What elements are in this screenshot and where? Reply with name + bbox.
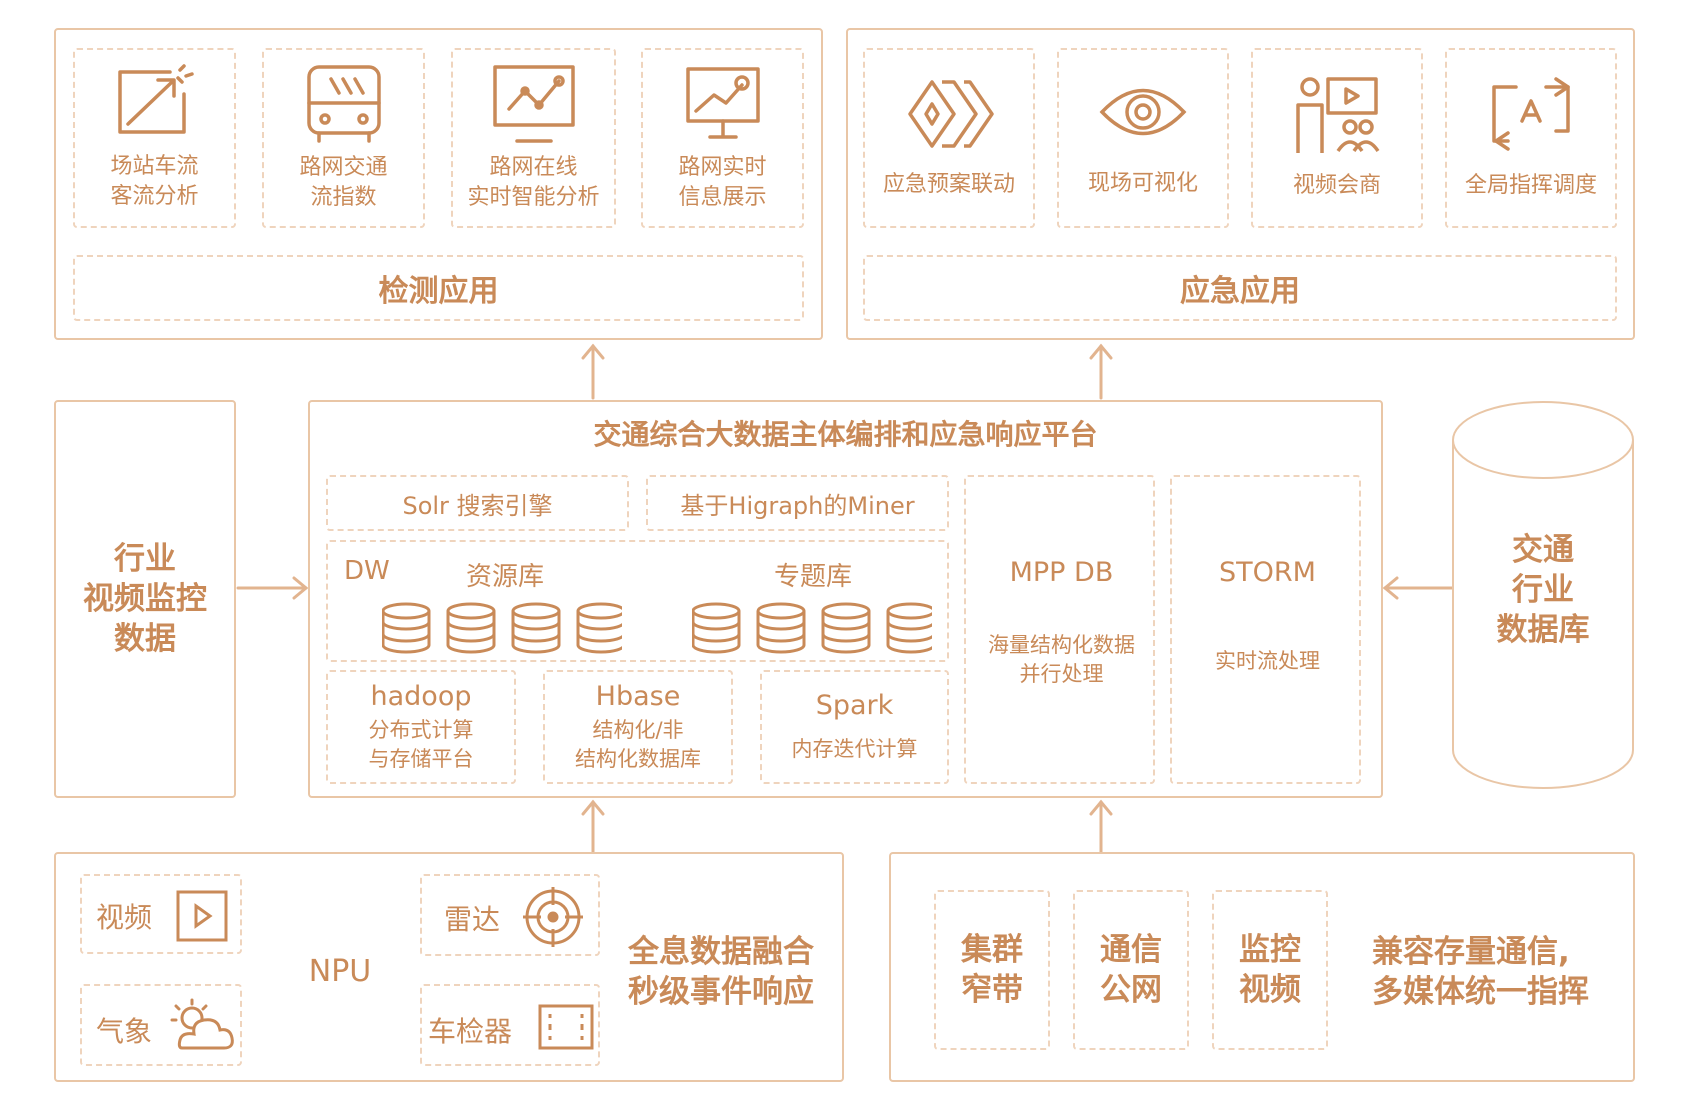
detection-apps-title-band: 检测应用 (73, 255, 804, 321)
solr-label: Solr 搜索引擎 (402, 491, 553, 520)
tile-global-dispatch[interactable]: 全局指挥调度 (1445, 48, 1617, 228)
film-strip-icon (538, 1004, 594, 1050)
tile-station-flow[interactable]: 场站车流 客流分析 (73, 48, 236, 228)
detection-apps-title: 检测应用 (378, 274, 499, 309)
comm-item-label: 通信 公网 (1100, 932, 1162, 1008)
npu-hub: NPU (290, 944, 390, 998)
play-icon (176, 890, 228, 942)
comm-item-label: 监控 视频 (1239, 932, 1301, 1008)
detector-source-box[interactable]: 车检器 (420, 984, 600, 1066)
tile-label: 全局指挥调度 (1464, 173, 1597, 198)
spark-desc: 内存迭代计算 (791, 737, 918, 761)
topic-db-icons (692, 602, 932, 654)
storm-desc: 实时流处理 (1215, 649, 1320, 673)
spark-box[interactable]: Spark 内存迭代计算 (760, 670, 949, 784)
industry-video-source-label: 行业 视频监控 数据 (83, 541, 207, 657)
cluster-narrowband-box[interactable]: 集群 窄带 (934, 890, 1050, 1050)
tile-plan-linkage[interactable]: 应急预案联动 (863, 48, 1035, 228)
tile-label: 路网交通 流指数 (299, 155, 388, 210)
tile-online-analysis[interactable]: 路网在线 实时智能分析 (451, 48, 616, 228)
database-icon (576, 602, 622, 654)
hbase-desc: 结构化/非 结构化数据库 (575, 717, 701, 771)
miner-box[interactable]: 基于Higraph的Miner (646, 475, 949, 531)
dw-label: DW (344, 556, 390, 586)
tile-label: 路网实时 信息展示 (678, 155, 767, 210)
storm-box[interactable]: STORM 实时流处理 (1170, 475, 1361, 784)
comm-item-label: 集群 窄带 (961, 932, 1023, 1008)
hbase-name: Hbase (595, 680, 681, 712)
database-icon (756, 602, 806, 654)
eye-icon (1098, 77, 1188, 147)
tile-label: 场站车流 客流分析 (110, 154, 199, 209)
hbase-box[interactable]: Hbase 结构化/非 结构化数据库 (543, 670, 733, 784)
cylinder-shape (1452, 401, 1634, 789)
radar-target-icon (522, 886, 584, 948)
comm-caption-wrap: 兼容存量通信, 多媒体统一指挥 (1372, 932, 1622, 1012)
monitoring-video-box[interactable]: 监控 视频 (1212, 890, 1328, 1050)
traffic-database-label: 交通 行业 数据库 (1496, 532, 1590, 648)
industry-video-source: 行业 视频监控 数据 (54, 400, 236, 798)
tile-label: 视频会商 (1292, 173, 1381, 198)
dw-box[interactable]: DW 资源库 专题库 (326, 540, 949, 662)
mpp-db-box[interactable]: MPP DB 海量结构化数据 并行处理 (964, 475, 1155, 784)
solr-box[interactable]: Solr 搜索引擎 (326, 475, 629, 531)
hadoop-box[interactable]: hadoop 分布式计算 与存储平台 (326, 670, 516, 784)
fusion-caption-wrap: 全息数据融合 秒级事件响应 (628, 932, 838, 1012)
database-icon (821, 602, 871, 654)
radar-source-box[interactable]: 雷达 (420, 874, 600, 956)
tile-road-traffic-index[interactable]: 路网交通 流指数 (262, 48, 425, 228)
dispatch-screen-icon (1486, 75, 1576, 157)
miner-label: 基于Higraph的Miner (680, 491, 915, 520)
tile-label: 应急预案联动 (882, 172, 1015, 197)
platform-title: 交通综合大数据主体编排和应急响应平台 (593, 418, 1098, 451)
public-network-box[interactable]: 通信 公网 (1073, 890, 1189, 1050)
traffic-database-cylinder: 交通 行业 数据库 (1451, 400, 1635, 790)
emergency-apps-title: 应急应用 (1180, 274, 1300, 309)
video-meeting-icon (1292, 75, 1382, 157)
resource-db-icons (382, 602, 622, 654)
database-icon (446, 602, 496, 654)
fusion-caption: 全息数据融合 秒级事件响应 (628, 934, 814, 1010)
linkage-chevrons-icon (904, 76, 994, 152)
topic-lib-label: 专题库 (774, 562, 853, 592)
comm-caption: 兼容存量通信, 多媒体统一指挥 (1372, 934, 1589, 1010)
tile-site-visualization[interactable]: 现场可视化 (1057, 48, 1229, 228)
bus-icon (301, 63, 387, 145)
database-icon (511, 602, 561, 654)
platform-title-wrap: 交通综合大数据主体编排和应急响应平台 (308, 408, 1383, 458)
monitor-line-chart-icon (489, 63, 579, 145)
chart-arrow-icon (112, 64, 198, 140)
spark-name: Spark (815, 690, 894, 721)
database-icon (692, 602, 741, 654)
weather-label: 气象 (96, 1015, 153, 1048)
resource-lib-label: 资源库 (466, 562, 545, 592)
detector-label: 车检器 (428, 1015, 513, 1048)
database-icon (886, 602, 932, 654)
database-icon (382, 602, 431, 654)
hadoop-name: hadoop (370, 680, 472, 712)
emergency-apps-title-band: 应急应用 (863, 255, 1617, 321)
mpp-db-name: MPP DB (1009, 557, 1114, 588)
tile-realtime-info[interactable]: 路网实时 信息展示 (641, 48, 804, 228)
npu-label: NPU (308, 953, 372, 989)
tile-video-consult[interactable]: 视频会商 (1251, 48, 1423, 228)
video-label: 视频 (96, 901, 153, 934)
tile-label: 现场可视化 (1087, 171, 1198, 196)
video-source-box[interactable]: 视频 (80, 874, 242, 954)
cloud-sun-icon (164, 998, 236, 1054)
presentation-chart-icon (680, 63, 766, 145)
mpp-db-desc: 海量结构化数据 并行处理 (988, 633, 1135, 686)
storm-name: STORM (1219, 557, 1316, 588)
tile-label: 路网在线 实时智能分析 (467, 155, 600, 210)
radar-label: 雷达 (444, 903, 501, 936)
hadoop-desc: 分布式计算 与存储平台 (368, 717, 474, 771)
weather-source-box[interactable]: 气象 (80, 984, 242, 1066)
